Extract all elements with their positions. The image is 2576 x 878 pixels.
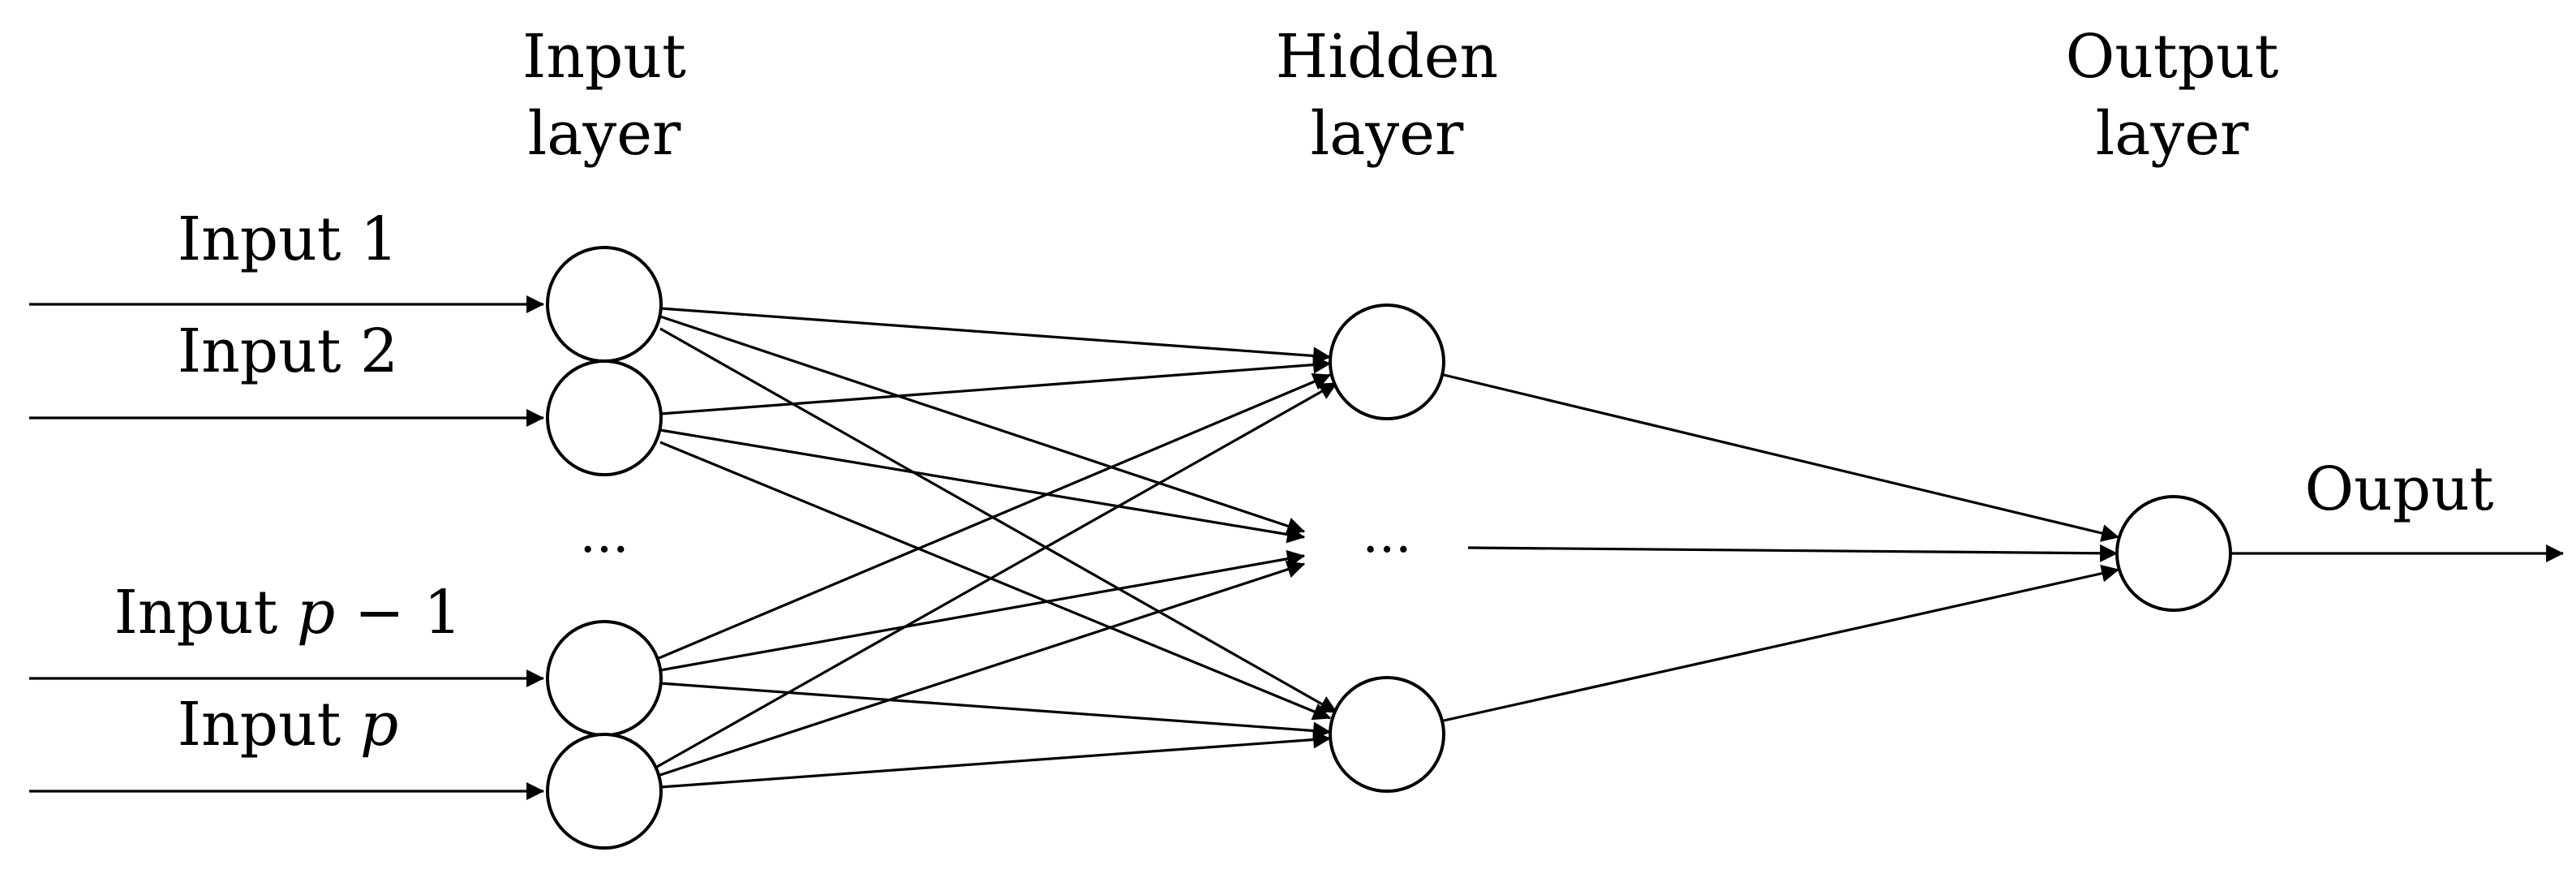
input-node-1 [546, 246, 663, 363]
hidden-node-1 [1329, 303, 1445, 420]
input-node-2 [546, 359, 663, 476]
edge-in1-h2 [659, 327, 1337, 714]
edge-hdots-out [1467, 544, 2119, 562]
edge-h1-out [1443, 373, 2120, 542]
edge-in1-h1 [659, 307, 1332, 365]
output-node [2115, 495, 2232, 612]
edge-in2-h1 [659, 355, 1332, 415]
output-layer-title: Output [2066, 22, 2279, 92]
edge-inp1-h1 [656, 372, 1332, 661]
input-p-label: Input p [178, 690, 399, 760]
hidden-node-2 [1329, 676, 1445, 793]
hidden-to-output-connections [1443, 373, 2120, 722]
edge-inp1-h2 [659, 682, 1332, 740]
edge-inp-h2 [659, 730, 1332, 789]
input-node-p-minus-1 [546, 620, 663, 737]
edge-inp-hdots [659, 561, 1306, 777]
edge-in1-hdots [659, 315, 1306, 535]
hidden-layer-title-line2: layer [1311, 99, 1464, 169]
edge-inp-h1 [656, 381, 1337, 768]
edge-in2-h2 [659, 441, 1332, 721]
input-layer-ellipsis: ... [579, 505, 629, 565]
output-label: Ouput [2304, 454, 2493, 524]
input-layer-title-line2: layer [528, 99, 681, 169]
edge-inp1-hdots [659, 549, 1306, 672]
hidden-layer-title: Hidden [1276, 22, 1498, 92]
input-node-p [546, 733, 663, 850]
output-layer-title-line2: layer [2096, 99, 2249, 169]
input-p-minus-1-label: Input p − 1 [114, 578, 462, 648]
input-1-label: Input 1 [178, 204, 398, 274]
edge-in2-hdots [659, 428, 1306, 544]
edge-h2-out [1443, 564, 2120, 722]
hidden-layer-ellipsis: ... [1362, 505, 1411, 565]
input-layer-title: Input [522, 22, 686, 92]
input-to-hidden-connections [656, 307, 1337, 789]
input-2-label: Input 2 [178, 316, 398, 386]
